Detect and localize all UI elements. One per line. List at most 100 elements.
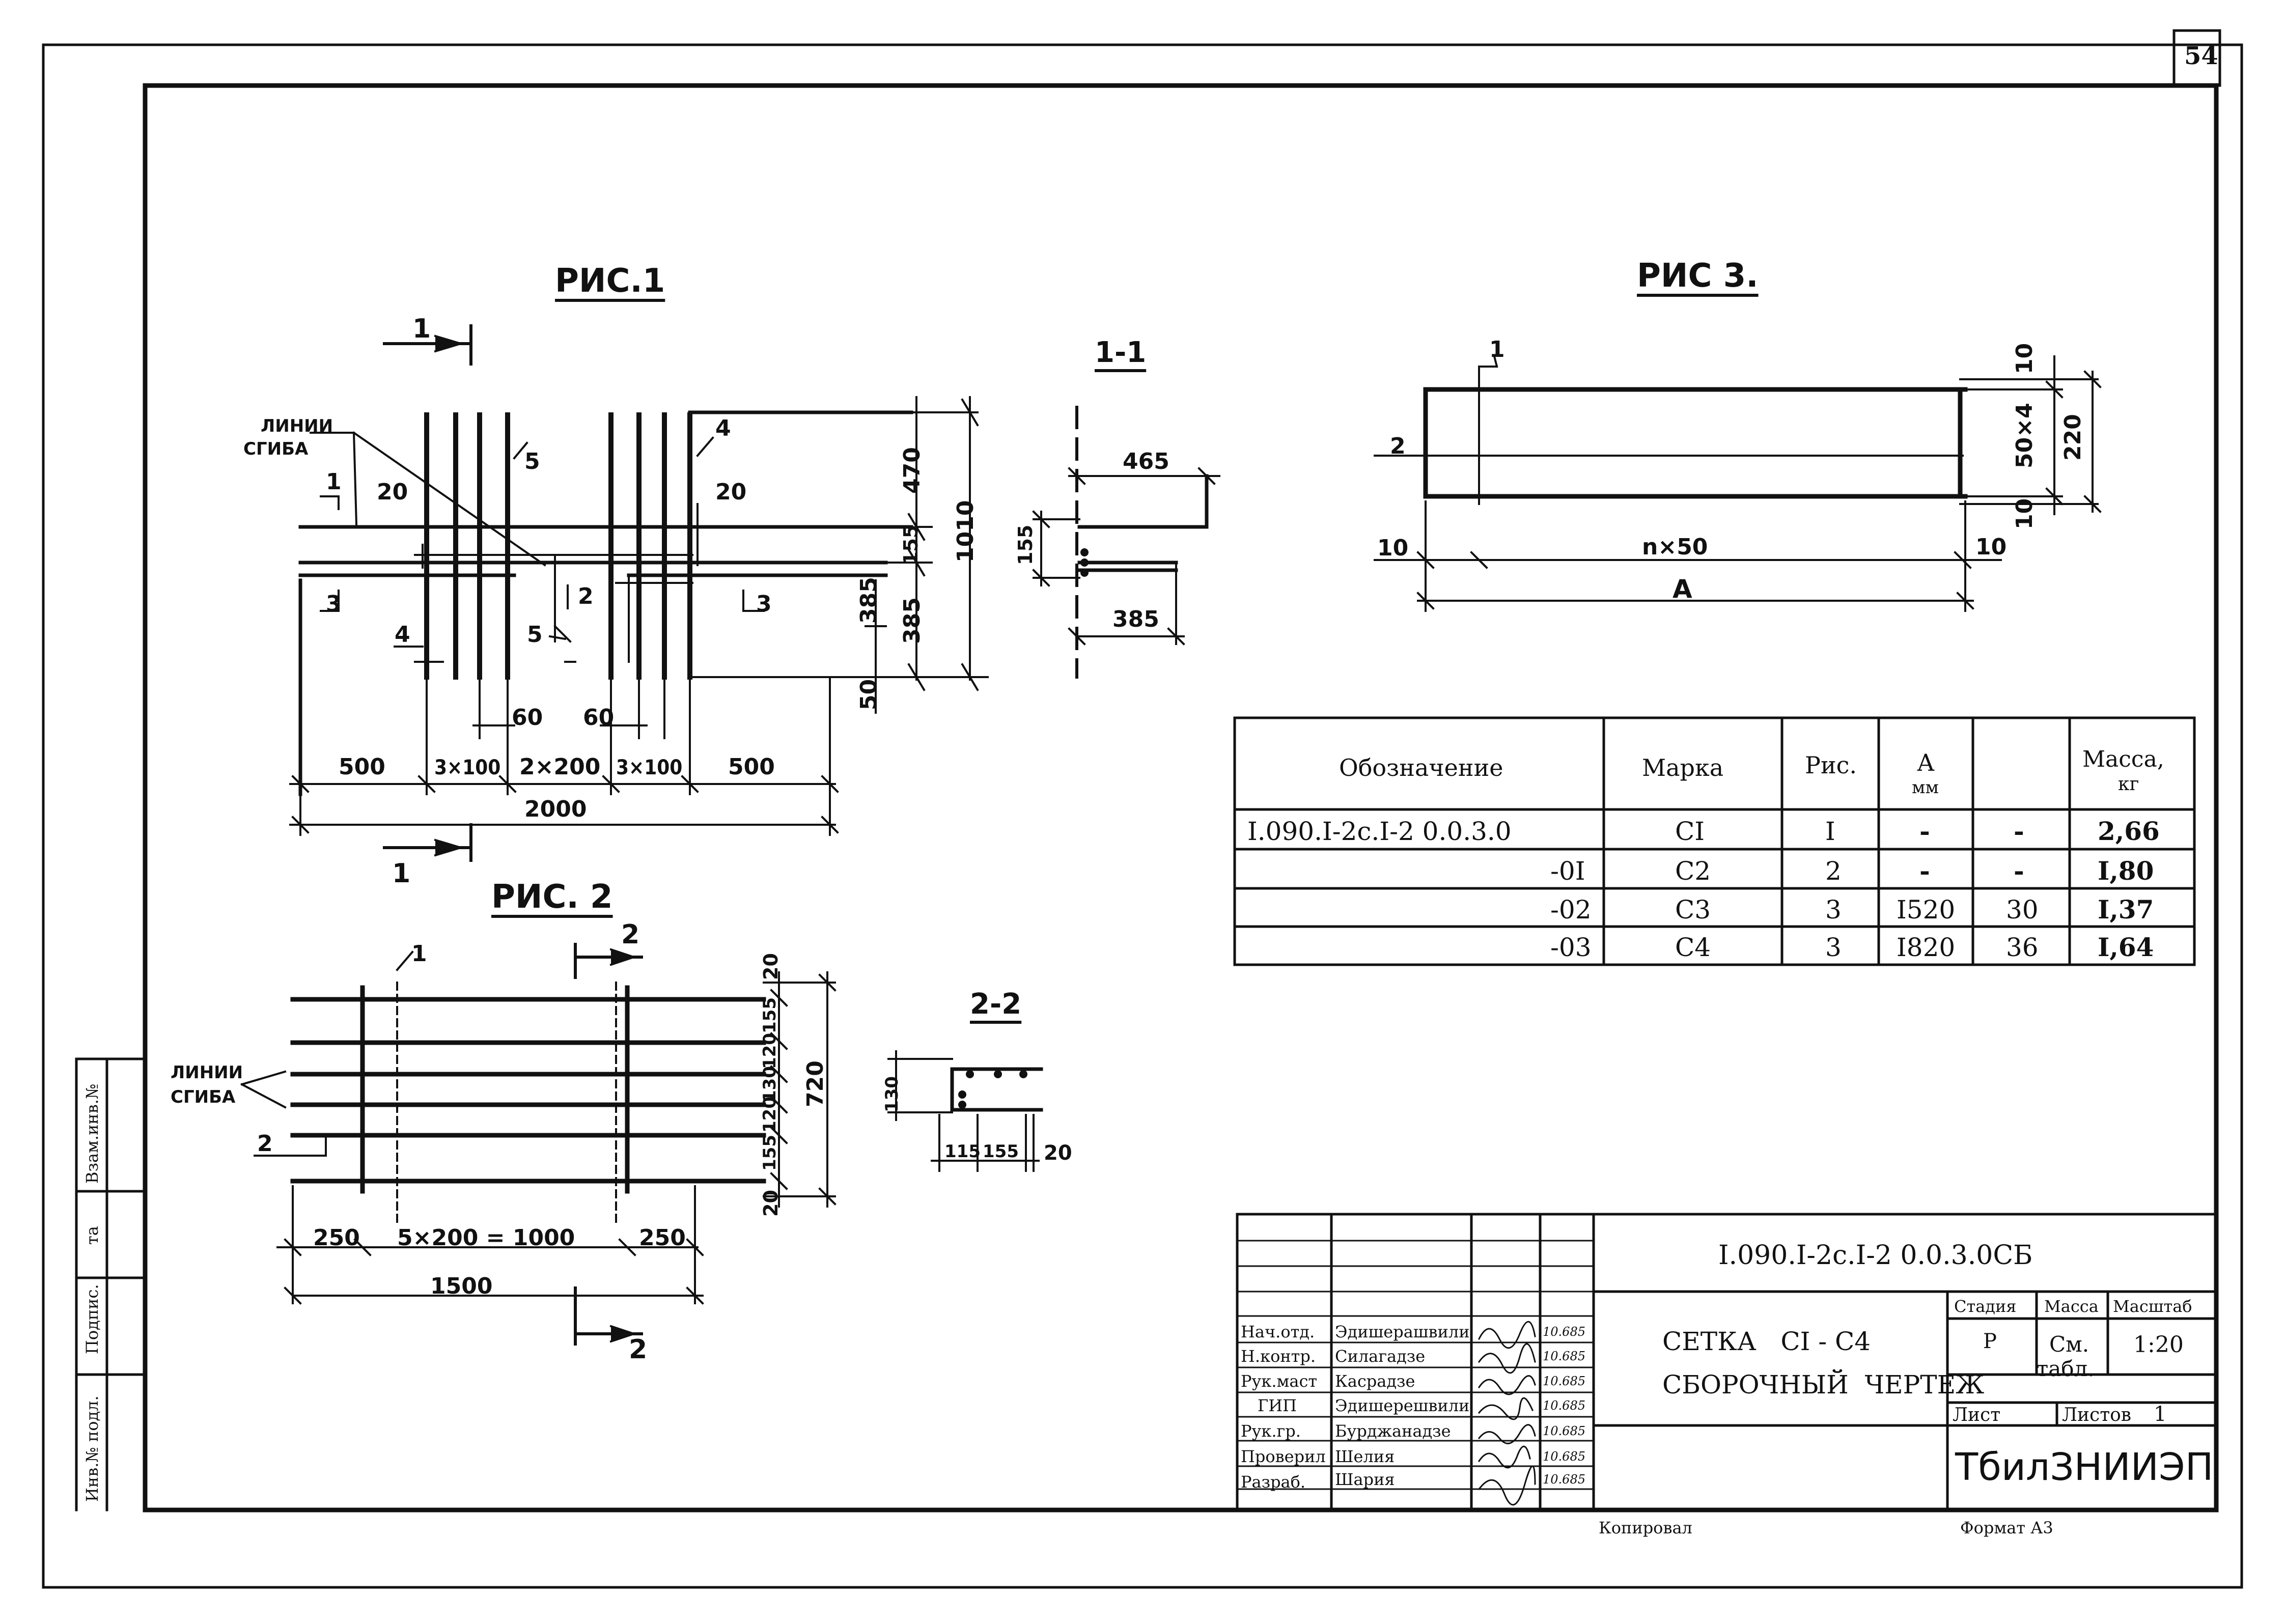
side-stamp-podp-data: та [82, 1226, 102, 1245]
fig1-title: РИС.1 [555, 262, 665, 300]
fig2-section-mark-bottom: 2 [629, 1334, 648, 1365]
fig1-pos-4a: 4 [395, 622, 410, 648]
spec-row-1-a: - [1919, 816, 1930, 846]
spec-row-2-a: - [1919, 856, 1930, 886]
tb-scale-label: Масштаб [2113, 1297, 2192, 1316]
fig1-dim-60a: 60 [512, 705, 543, 731]
fig1-dim-385a: 385 [856, 577, 882, 624]
sheet-number-box [2174, 31, 2220, 86]
tb-name-2: Силагадзе [1335, 1347, 1426, 1366]
spec-row-2-fig: 2 [1825, 856, 1842, 886]
spec-row-4-n: 36 [2006, 933, 2039, 962]
fig2-dim-20b: 20 [760, 1190, 782, 1217]
tb-org: ТбилЗНИИЭП [1955, 1445, 2214, 1489]
fig1-section-mark-bottom: 1 [392, 858, 411, 889]
fig3-dim-220: 220 [2060, 414, 2086, 461]
tb-name-line1: СЕТКА CI - C4 [1662, 1327, 1871, 1356]
sec11-dim-465: 465 [1123, 449, 1169, 474]
fig1-dim-3x100b: 3×100 [616, 756, 683, 779]
tb-format: Формат А3 [1960, 1518, 2053, 1537]
tb-date-5: 10.685 [1543, 1424, 1585, 1438]
sec11-title: 1-1 [1095, 336, 1147, 369]
tb-name-7: Шария [1335, 1470, 1395, 1489]
tb-role-7: Разраб. [1241, 1472, 1306, 1492]
fig2-bend-label-1: ЛИНИИ [171, 1062, 243, 1083]
fig3-dim-50x4: 50×4 [2012, 403, 2038, 468]
tb-name-5: Бурджанадзе [1335, 1421, 1451, 1441]
fig1-dim-20b: 20 [715, 479, 747, 505]
spec-row-4-mark: C4 [1675, 933, 1711, 962]
fig3-dim-10l: 10 [1377, 535, 1409, 561]
fig2-dim-120b: 120 [760, 1097, 780, 1133]
fig1-pos-4b: 4 [715, 415, 731, 441]
fig1-dim-2000: 2000 [524, 796, 587, 822]
fig2-pos-2: 2 [257, 1131, 273, 1157]
tb-role-6: Проверил [1241, 1447, 1326, 1466]
fig1-dim-3x100a: 3×100 [434, 756, 501, 779]
fig2-dim-120a: 120 [760, 1033, 780, 1069]
fig1-dim-50: 50 [856, 679, 882, 710]
tb-mass-1: См. [2049, 1332, 2089, 1357]
spec-row-4-fig: 3 [1825, 933, 1842, 962]
spec-row-3-mark: C3 [1675, 895, 1711, 925]
spec-header-designation: Обозначение [1339, 754, 1503, 781]
sec22-dim-115: 115 [944, 1141, 981, 1162]
spec-row-3-n: 30 [2006, 895, 2039, 925]
tb-date-1: 10.685 [1543, 1325, 1585, 1339]
tb-scale: 1:20 [2133, 1332, 2184, 1358]
fig3-dim-A: А [1673, 574, 1692, 604]
spec-row-2-designation: -0I [1550, 856, 1585, 886]
tb-date-4: 10.685 [1543, 1398, 1585, 1413]
fig1-bend-label-2: СГИБА [243, 439, 309, 459]
spec-row-1-fig: I [1825, 817, 1835, 846]
spec-row-3-fig: 3 [1825, 895, 1842, 925]
tb-stage: Р [1983, 1330, 1997, 1353]
tb-role-1: Нач.отд. [1241, 1322, 1315, 1341]
fig2-dim-5x200: 5×200 = 1000 [397, 1225, 575, 1251]
tb-role-3: Рук.маст [1241, 1371, 1318, 1391]
tb-name-1: Эдишерашвили [1335, 1322, 1470, 1341]
tb-role-4: ГИП [1258, 1396, 1297, 1415]
fig2-section-mark-top: 2 [621, 919, 640, 950]
fig3-dim-10t: 10 [2012, 343, 2038, 374]
fig2-bend-label-2: СГИБА [171, 1087, 236, 1107]
fig2-pos-1: 1 [411, 941, 427, 967]
sec22-dim-130: 130 [882, 1076, 902, 1112]
fig2-dim-155a: 155 [760, 997, 780, 1033]
tb-stage-label: Стадия [1954, 1297, 2017, 1316]
fig2-dim-1500: 1500 [430, 1273, 493, 1299]
tb-sheet-label: Лист [1953, 1405, 2001, 1425]
fig1-dim-500b: 500 [728, 754, 775, 780]
spec-header-fig: Рис. [1805, 751, 1857, 779]
fig1-dim-2x200: 2×200 [519, 754, 601, 780]
tb-copied: Копировал [1599, 1518, 1692, 1537]
fig1-section-mark-top: 1 [412, 314, 431, 344]
spec-row-3-a: I520 [1897, 895, 1956, 925]
tb-date-6: 10.685 [1543, 1449, 1585, 1464]
tb-name-4: Эдишерешвили [1335, 1396, 1470, 1415]
spec-row-2-n: - [2014, 856, 2024, 886]
tb-mass-2: табл. [2037, 1356, 2095, 1381]
fig1-dim-20a: 20 [377, 479, 408, 505]
fig3-dim-nx50: n×50 [1642, 534, 1708, 560]
spec-header-mass-unit: кг [2118, 774, 2139, 795]
tb-name-3: Касрадзе [1335, 1371, 1415, 1391]
sec11-dim-155: 155 [1014, 524, 1037, 565]
tb-code: I.090.I-2c.I-2 0.0.3.0СБ [1718, 1240, 2033, 1271]
spec-header-a-unit: мм [1912, 777, 1939, 798]
fig1-dim-385b: 385 [899, 597, 925, 644]
title-block-grid [1237, 1214, 2216, 1510]
spec-row-1-designation: I.090.I-2c.I-2 0.0.3.0 [1247, 817, 1512, 846]
tb-name-6: Шелия [1335, 1447, 1395, 1466]
side-stamp-vzam: Взам.инв.№ [82, 1083, 102, 1184]
sec22-title: 2-2 [970, 988, 1022, 1021]
spec-row-1-mark: CI [1675, 817, 1705, 846]
sec22-geometry [888, 1051, 1041, 1171]
side-stamp-inv: Инв.№ подл. [82, 1395, 102, 1502]
inner-frame [145, 86, 2216, 1510]
spec-table-grid [1235, 718, 2194, 965]
spec-row-3-designation: -02 [1550, 895, 1592, 925]
sec22-dim-155: 155 [983, 1141, 1019, 1162]
fig1-pos-2: 2 [578, 583, 594, 609]
fig1-bend-label-1: ЛИНИИ [261, 416, 333, 436]
